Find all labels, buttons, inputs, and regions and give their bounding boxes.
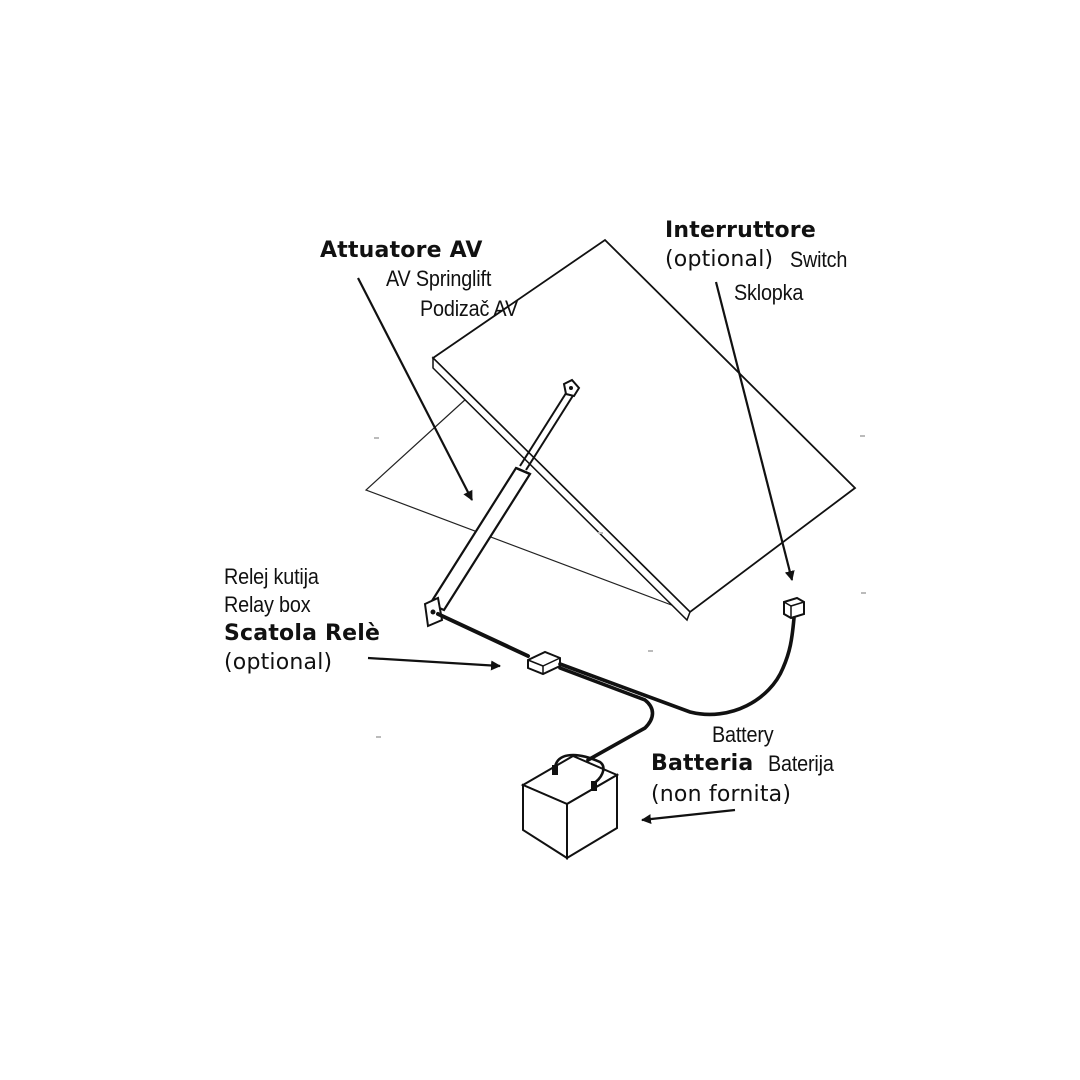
battery-device — [520, 754, 620, 860]
background-specks — [374, 435, 866, 738]
label-battery-hr: Baterija — [768, 751, 834, 776]
switch-device — [783, 596, 805, 620]
arrow-battery — [641, 808, 736, 825]
label-switch-en: Switch — [790, 247, 848, 272]
label-actuator-en: AV Springlift — [386, 266, 492, 291]
label-switch-it: Interruttore — [665, 218, 816, 243]
label-actuator-hr: Podizač AV — [420, 296, 519, 321]
label-actuator-it: Attuatore AV — [320, 238, 483, 263]
springlift-actuator — [423, 378, 581, 628]
solar-panel — [431, 238, 857, 622]
label-battery-note: (non fornita) — [651, 782, 792, 807]
relay-box — [527, 650, 561, 676]
label-relay-hr: Relej kutija — [224, 564, 319, 589]
label-relay-it: Scatola Relè — [224, 621, 381, 646]
label-relay-en: Relay box — [224, 592, 311, 617]
arrow-switch — [714, 281, 795, 581]
arrow-actuator — [357, 277, 473, 501]
label-switch-hr: Sklopka — [734, 280, 804, 305]
wiring-cables — [436, 612, 796, 785]
label-switch-optional: (optional) — [665, 247, 774, 272]
label-battery-it: Batteria — [651, 751, 754, 776]
label-battery-en: Battery — [712, 722, 774, 747]
arrow-relay — [367, 656, 501, 671]
label-relay-optional: (optional) — [224, 650, 333, 675]
annotation-arrows — [357, 277, 795, 825]
